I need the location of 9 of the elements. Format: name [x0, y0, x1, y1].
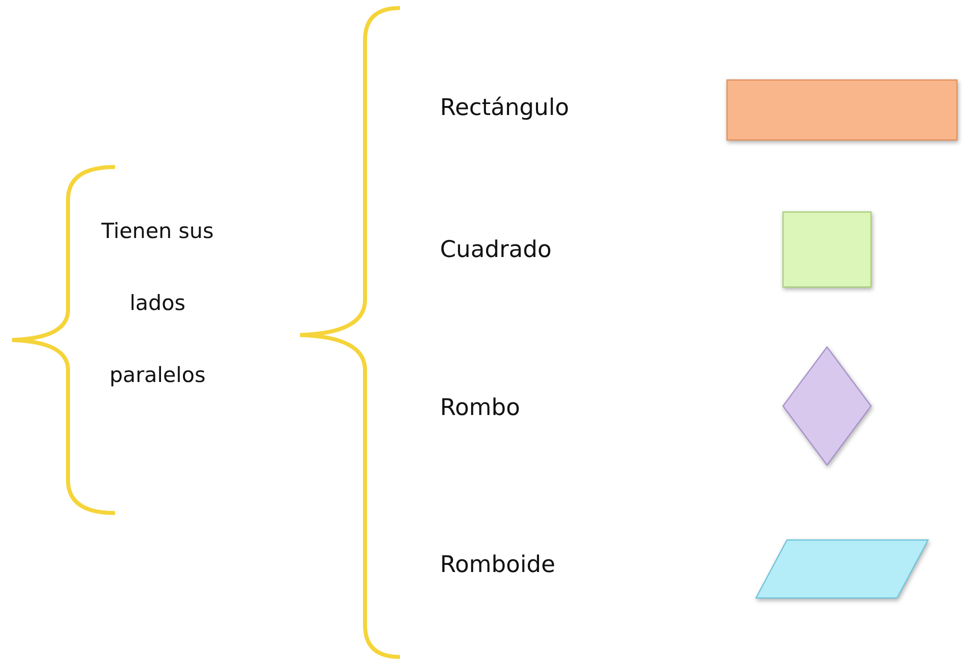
- shape-name: Romboide: [440, 552, 556, 578]
- diamond-shape: [782, 346, 872, 466]
- rectangle-shape: [726, 79, 958, 141]
- shape-name: Rectángulo: [440, 95, 570, 121]
- shape-name: Rombo: [440, 395, 520, 421]
- shape-name: Cuadrado: [440, 237, 552, 263]
- group-description: Tienen sus lados paralelos: [100, 218, 215, 389]
- rectangle-shape: [782, 211, 872, 288]
- parallelogram-shape: [755, 539, 929, 599]
